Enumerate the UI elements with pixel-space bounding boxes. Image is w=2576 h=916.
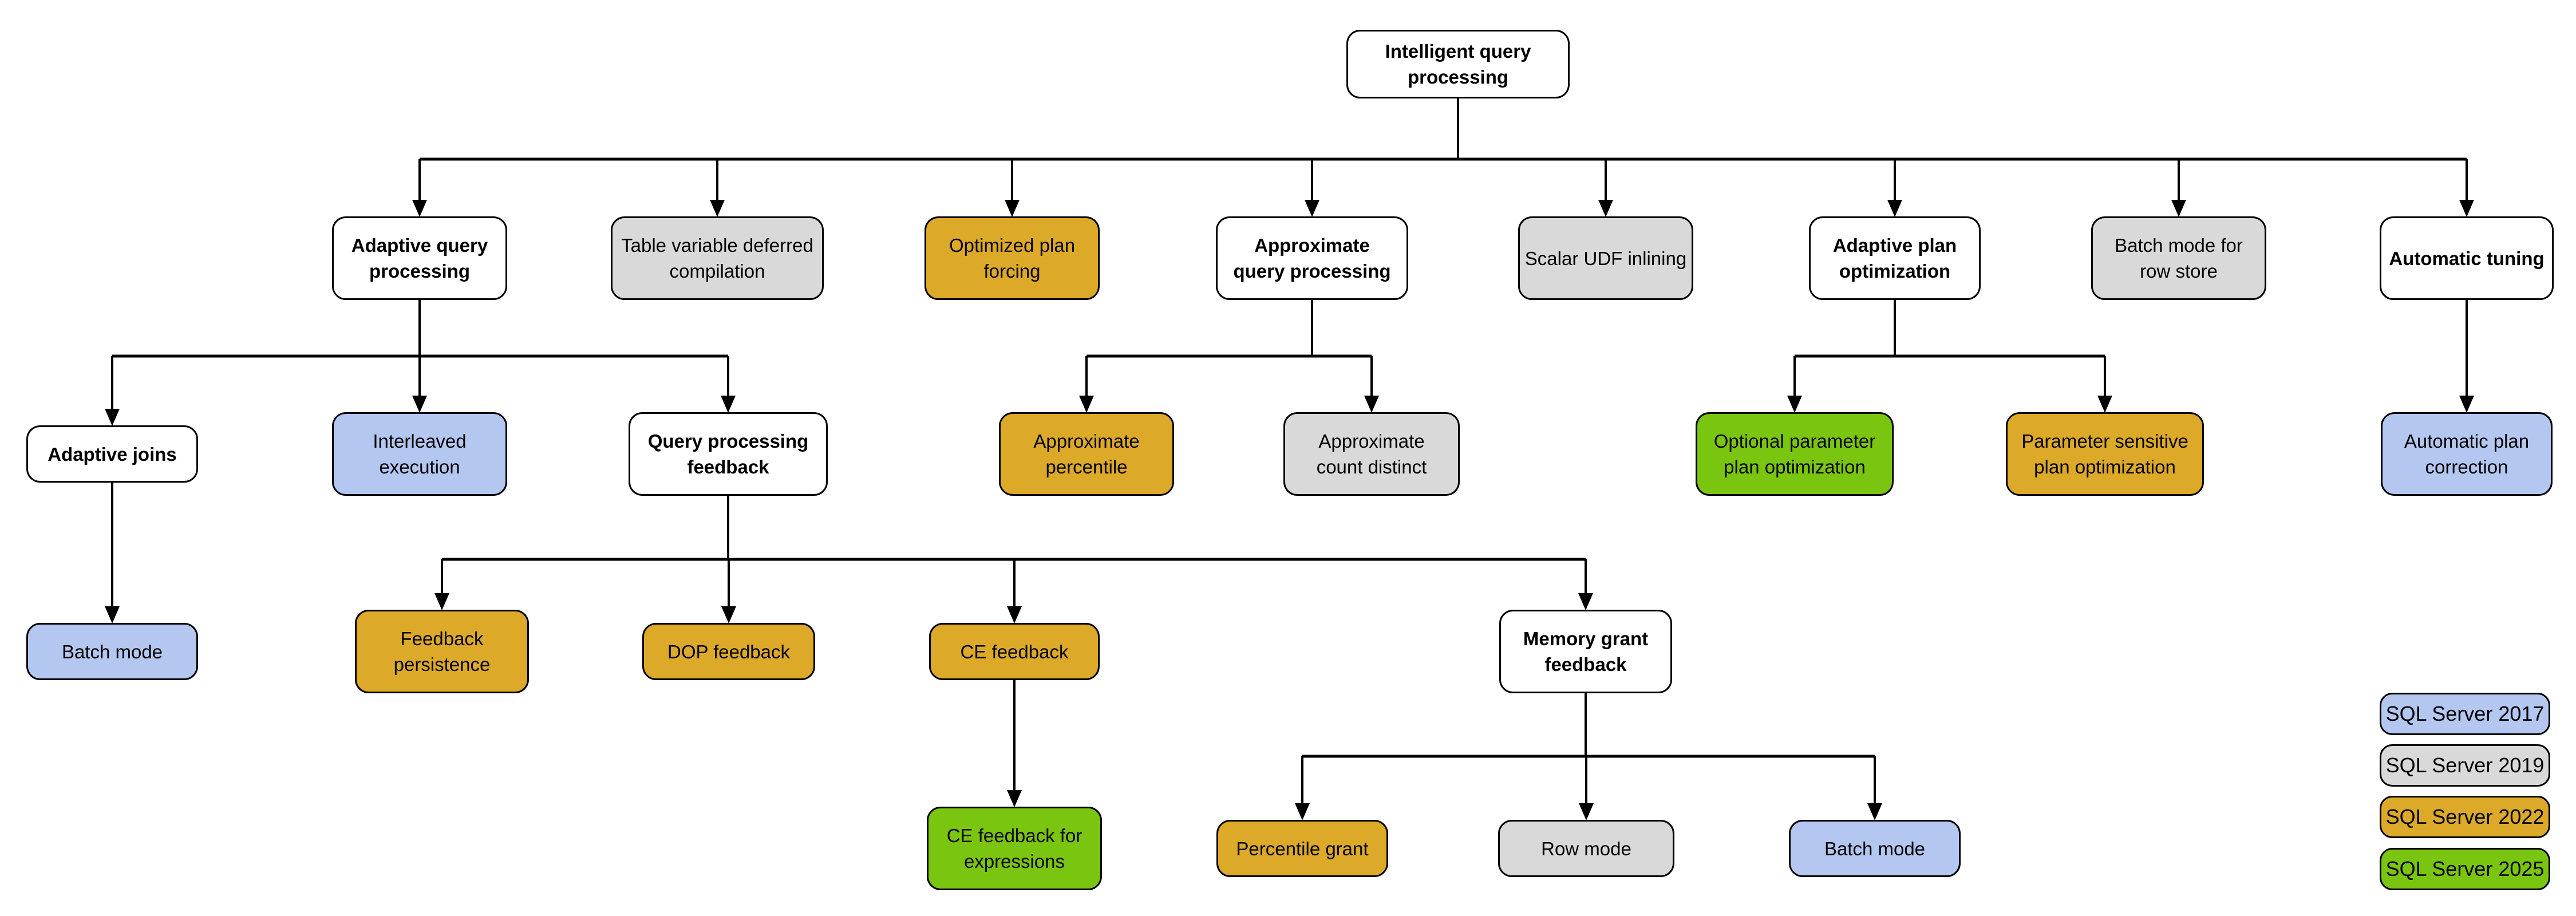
node-intelligent-query-processing: Intelligent query processing <box>1346 30 1570 98</box>
node-dop-feedback: DOP feedback <box>642 623 815 680</box>
legend-item-sql-server-2022: SQL Server 2022 <box>2380 796 2550 838</box>
node-approximate-percentile: Approximate percentile <box>999 412 1174 496</box>
node-optimized-plan-forcing: Optimized plan forcing <box>924 216 1100 300</box>
legend-item-sql-server-2019: SQL Server 2019 <box>2380 744 2550 787</box>
node-adaptive-plan-optimization: Adaptive plan optimization <box>1809 216 1981 300</box>
node-memory-grant-feedback: Memory grant feedback <box>1499 610 1672 693</box>
node-percentile-grant: Percentile grant <box>1216 820 1388 877</box>
node-approximate-count-distinct: Approximate count distinct <box>1283 412 1460 496</box>
node-adaptive-query-processing: Adaptive query processing <box>332 216 507 300</box>
legend-item-sql-server-2025: SQL Server 2025 <box>2380 848 2550 890</box>
node-interleaved-execution: Interleaved execution <box>332 412 507 496</box>
node-batch-mode-for-row-store: Batch mode for row store <box>2091 216 2266 300</box>
node-approximate-query-processing: Approximate query processing <box>1216 216 1408 300</box>
legend-item-sql-server-2017: SQL Server 2017 <box>2380 693 2550 735</box>
node-batch-mode-adaptive-joins: Batch mode <box>26 623 198 680</box>
node-query-processing-feedback: Query processing feedback <box>629 412 828 496</box>
node-adaptive-joins: Adaptive joins <box>26 425 198 483</box>
node-feedback-persistence: Feedback persistence <box>355 610 529 693</box>
node-optional-parameter-plan-optimization: Optional parameter plan optimization <box>1696 412 1894 496</box>
node-ce-feedback: CE feedback <box>929 623 1100 680</box>
node-ce-feedback-for-expressions: CE feedback for expressions <box>927 807 1102 890</box>
node-row-mode: Row mode <box>1498 820 1674 877</box>
node-batch-mode-memory-grant: Batch mode <box>1789 820 1961 877</box>
node-automatic-plan-correction: Automatic plan correction <box>2381 412 2553 496</box>
node-table-variable-deferred-compilation: Table variable deferred compilation <box>611 216 824 300</box>
node-scalar-udf-inlining: Scalar UDF inlining <box>1518 216 1693 300</box>
node-parameter-sensitive-plan-optimization: Parameter sensitive plan optimization <box>2006 412 2204 496</box>
node-automatic-tuning: Automatic tuning <box>2380 216 2554 300</box>
